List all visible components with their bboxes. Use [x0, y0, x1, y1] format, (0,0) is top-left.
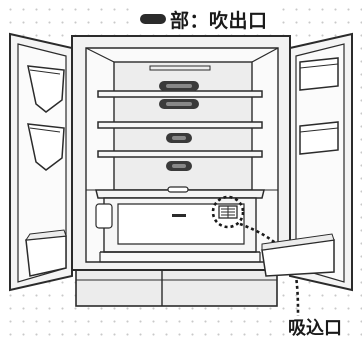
legend: 部：吹出口	[136, 6, 272, 32]
door-pocket	[27, 123, 65, 171]
chilled-compartment	[95, 186, 265, 263]
lower-drawers	[75, 269, 278, 307]
legend-label: 部：吹出口	[170, 9, 268, 32]
door-pocket	[27, 65, 65, 113]
intake-highlight-circle	[211, 195, 245, 229]
air-outlets	[159, 81, 199, 171]
shelf	[97, 121, 263, 129]
intake-label: 吸込口	[286, 318, 344, 340]
outlet-marker-icon	[140, 14, 166, 24]
door-pocket	[299, 57, 339, 91]
shelf	[97, 90, 263, 98]
door-pocket	[299, 121, 339, 155]
right-door	[261, 32, 353, 292]
shelf	[97, 150, 263, 158]
door-pocket	[25, 235, 67, 277]
left-door	[9, 32, 73, 292]
